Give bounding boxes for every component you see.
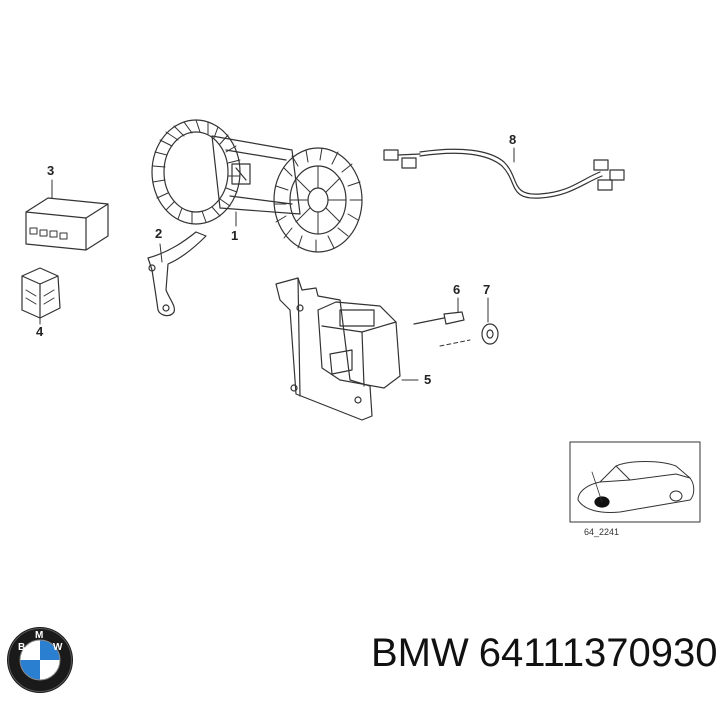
callout-7: 7 xyxy=(483,282,491,297)
callout-1: 1 xyxy=(231,228,239,243)
callout-2: 2 xyxy=(155,226,163,241)
callout-5: 5 xyxy=(424,372,432,387)
callout-4: 4 xyxy=(36,324,44,339)
vehicle-location-inset xyxy=(569,441,701,523)
blower-bracket xyxy=(147,231,207,317)
callout-3: 3 xyxy=(47,163,55,178)
callout-6: 6 xyxy=(453,282,461,297)
bmw-logo xyxy=(7,627,73,693)
brand-name: BMW xyxy=(371,631,469,675)
blower-motor-assembly xyxy=(151,119,363,253)
diagram-reference-code: 64_2241 xyxy=(584,527,620,537)
part-number: 64111370930 xyxy=(478,631,718,675)
callout-8: 8 xyxy=(509,132,517,147)
mounting-plate xyxy=(275,277,419,421)
grommet xyxy=(481,297,499,345)
temperature-sensor xyxy=(413,297,471,347)
resistor xyxy=(21,267,61,325)
wiring-harness xyxy=(383,147,625,199)
control-module xyxy=(25,179,109,251)
